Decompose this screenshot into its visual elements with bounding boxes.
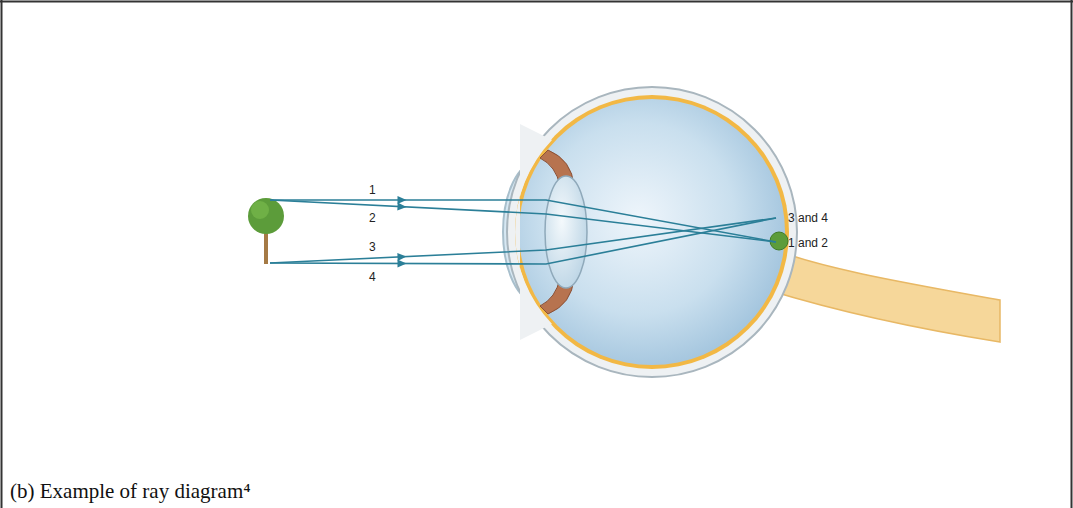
light-ray — [270, 218, 776, 264]
light-ray — [270, 218, 776, 263]
ray-arrowhead — [397, 259, 406, 267]
frame-line — [1, 0, 3, 508]
ray-arrowhead — [397, 253, 406, 261]
tree-crown — [248, 198, 284, 234]
ray-number: 1 — [369, 184, 376, 196]
image-point-label: 3 and 4 — [788, 212, 828, 224]
tree-crown — [251, 201, 269, 219]
retina — [515, 95, 789, 369]
ray-number: 3 — [369, 241, 376, 253]
lens — [545, 176, 587, 288]
ray-arrowhead — [398, 196, 407, 204]
ray-number: 2 — [369, 212, 376, 224]
image-point-label: 1 and 2 — [788, 237, 828, 249]
frame-line — [1071, 0, 1073, 508]
light-ray — [270, 200, 776, 242]
frame-line — [0, 1, 1073, 3]
optic-nerve — [768, 248, 1000, 342]
light-ray — [270, 200, 776, 242]
figure-caption: (b) Example of ray diagram⁴ — [10, 480, 251, 503]
ray-arrowhead — [397, 202, 406, 210]
sclera — [507, 87, 797, 377]
ray-number: 4 — [369, 271, 376, 283]
vitreous-body — [519, 99, 785, 365]
